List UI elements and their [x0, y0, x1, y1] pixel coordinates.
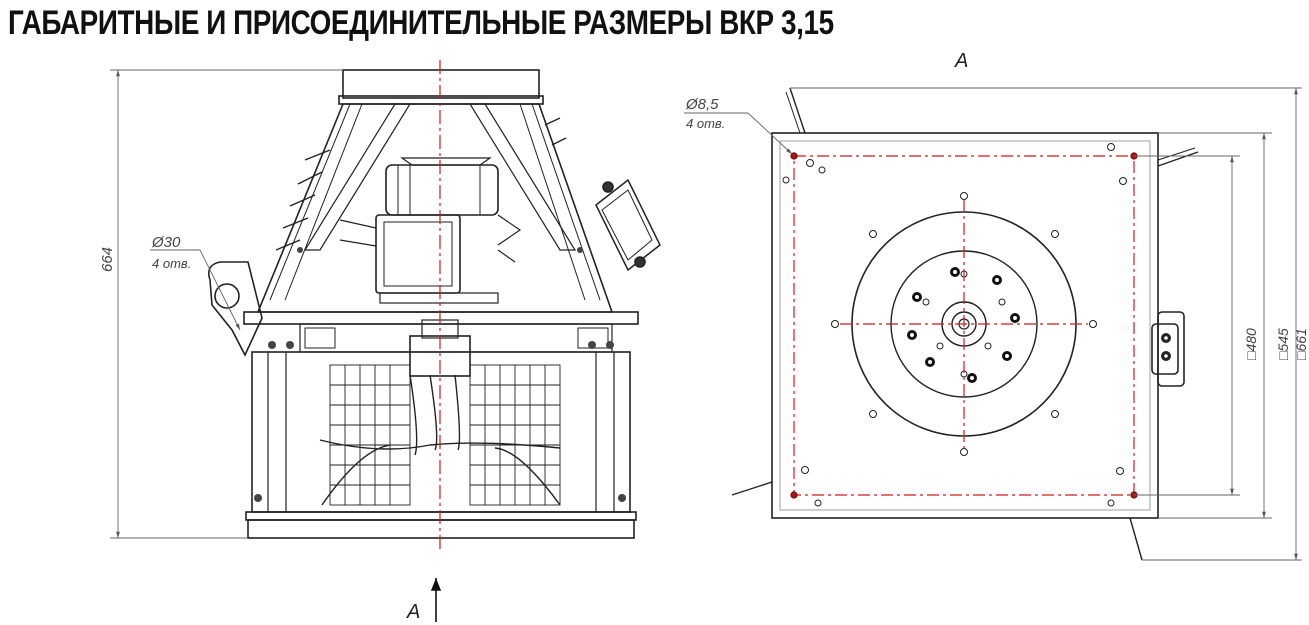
- side-hole-callout: [150, 249, 241, 331]
- top-cap-flange: [338, 95, 544, 105]
- base-plate: [771, 132, 1159, 519]
- view-arrow-label: А: [406, 601, 420, 623]
- side-hole-count: 4 отв.: [152, 256, 191, 271]
- mounting-pattern: [793, 155, 1135, 496]
- page-title: ГАБАРИТНЫЕ И ПРИСОЕДИНИТЕЛЬНЫЕ РАЗМЕРЫ В…: [8, 4, 834, 42]
- height-dimension: [110, 69, 343, 539]
- motor-body: [385, 164, 499, 216]
- top-hole-diameter: Ø8,5: [685, 96, 719, 113]
- bottom-base: [247, 519, 635, 539]
- right-dimensions: [790, 87, 1302, 561]
- side-view: [207, 69, 661, 539]
- top-cap: [342, 69, 540, 99]
- top-hole-callout: [684, 112, 793, 155]
- conical-housing: [256, 103, 614, 313]
- lifting-lug: [207, 261, 263, 357]
- top-hole-count: 4 отв.: [686, 116, 725, 131]
- side-connector: [595, 178, 661, 272]
- lug-hole: [214, 283, 240, 309]
- top-view-label: А: [954, 50, 968, 72]
- base-flange: [243, 311, 639, 325]
- dim-545-label: □545: [1275, 328, 1291, 360]
- terminal-box: [375, 214, 461, 294]
- top-connector: [1157, 311, 1185, 387]
- dim-661-label: □661: [1293, 328, 1309, 360]
- height-dim-label: 664: [99, 247, 116, 272]
- side-hole-diameter: Ø30: [151, 234, 181, 251]
- dim-480-label: □480: [1243, 328, 1259, 360]
